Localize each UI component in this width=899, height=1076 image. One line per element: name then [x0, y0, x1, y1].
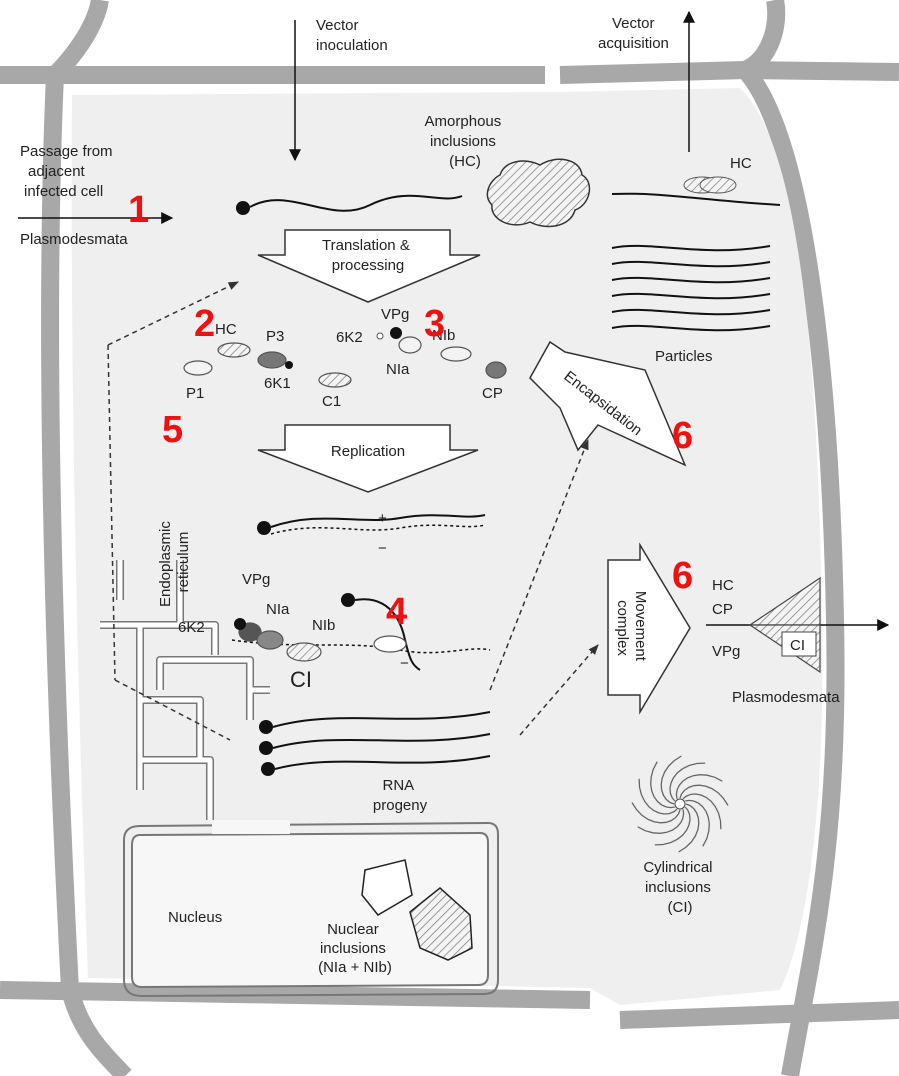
- er-ci-label: CI: [290, 667, 312, 692]
- step-number-4: 4: [386, 591, 407, 633]
- movement-hc-label: HC: [712, 577, 734, 594]
- plasmodesmata-right-label: Plasmodesmata: [732, 689, 840, 706]
- step-number-6-encapsidation: 6: [672, 415, 693, 457]
- nucleus-label: Nucleus: [168, 909, 222, 926]
- step-number-3: 3: [424, 303, 445, 345]
- minus-strand-label-er: −: [400, 655, 409, 672]
- particles-label: Particles: [655, 348, 713, 365]
- protein-c1-label: C1: [322, 393, 341, 410]
- protein-p3-label: P3: [266, 328, 284, 345]
- er-nia-label: NIa: [266, 601, 290, 618]
- step-number-5: 5: [162, 409, 183, 451]
- protein-p1-label: P1: [186, 385, 204, 402]
- protein-6k2-label: 6K2: [336, 329, 363, 346]
- minus-strand-label: −: [378, 540, 387, 557]
- step-number-6-movement: 6: [672, 555, 693, 597]
- protein-vpg-label: VPg: [381, 306, 409, 323]
- step-number-1: 1: [128, 189, 149, 231]
- er-vpg-label: VPg: [242, 571, 270, 588]
- nucleus: [124, 820, 498, 996]
- plus-strand-label: +: [378, 510, 387, 527]
- nuclear-inclusions-label: Nuclear inclusions (NIa + NIb): [318, 921, 392, 976]
- protein-hc-label: HC: [215, 321, 237, 338]
- pinwheel-center: [675, 799, 685, 809]
- movement-ci-label: CI: [790, 637, 805, 654]
- movement-complex-label: Movement complex: [614, 591, 649, 665]
- protein-nia-label: NIa: [386, 361, 410, 378]
- protein-6k1-label: 6K1: [264, 375, 291, 392]
- step-number-2: 2: [194, 303, 215, 345]
- plasmodesmata-left-label: Plasmodesmata: [20, 231, 128, 248]
- movement-cp-label: CP: [712, 601, 733, 618]
- er-nib-label: NIb: [312, 617, 335, 634]
- movement-vpg-label: VPg: [712, 643, 740, 660]
- protein-cp-label: CP: [482, 385, 503, 402]
- replication-label: Replication: [331, 443, 405, 460]
- er-6k2-label: 6K2: [178, 619, 205, 636]
- hc-top-label: HC: [730, 155, 752, 172]
